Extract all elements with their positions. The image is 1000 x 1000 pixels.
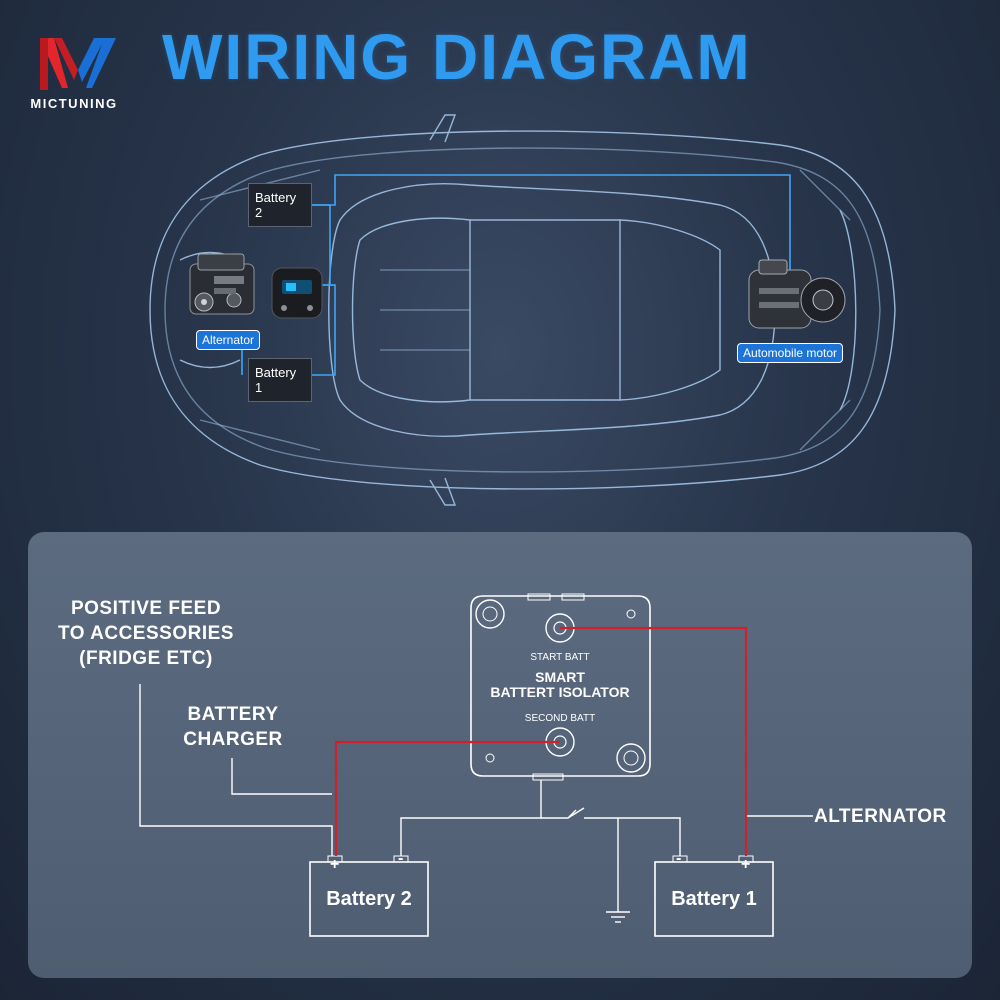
start-batt-label: START BATT <box>530 652 590 663</box>
isolator-title: SMART BATTERT ISOLATOR <box>490 669 630 700</box>
page-title: WIRING DIAGRAM <box>162 21 752 93</box>
battery-charger-label: BATTERY CHARGER <box>183 704 283 750</box>
battery-2-plus: + <box>330 856 340 873</box>
ground-icon <box>606 911 630 923</box>
car-wires <box>230 174 791 376</box>
alternator-tag: Alternator <box>196 330 261 350</box>
automobile-motor-tag: Automobile motor <box>737 343 844 363</box>
engine-icon <box>189 253 255 315</box>
battery-2-box <box>309 861 429 937</box>
car-wiring-diagram <box>149 114 896 506</box>
battery-2-label: Battery 2 <box>326 888 412 910</box>
isolator-body <box>470 593 651 781</box>
car-outline <box>149 114 896 506</box>
schematic-panel: POSITIVE FEED TO ACCESSORIES (FRIDGE ETC… <box>28 532 972 978</box>
mictuning-logo-icon <box>40 38 116 90</box>
battery-1-label: Battery 1 <box>671 888 757 910</box>
alternator-label: ALTERNATOR <box>814 806 947 827</box>
battery-1-plus: + <box>741 856 751 873</box>
second-batt-label: SECOND BATT <box>524 713 596 724</box>
brand-name: MICTUNING <box>30 96 118 111</box>
isolator-device-icon <box>271 267 323 319</box>
battery-1-box <box>654 861 774 937</box>
car-battery-1: Battery 1 <box>248 358 312 402</box>
positive-feed-label: POSITIVE FEED TO ACCESSORIES (FRIDGE ETC… <box>58 598 234 669</box>
car-battery-2: Battery 2 <box>248 183 312 227</box>
switch-icon <box>567 807 585 819</box>
battery-1-minus: - <box>676 850 682 867</box>
ac-compressor-icon <box>748 259 846 329</box>
battery-2-minus: - <box>398 850 404 867</box>
